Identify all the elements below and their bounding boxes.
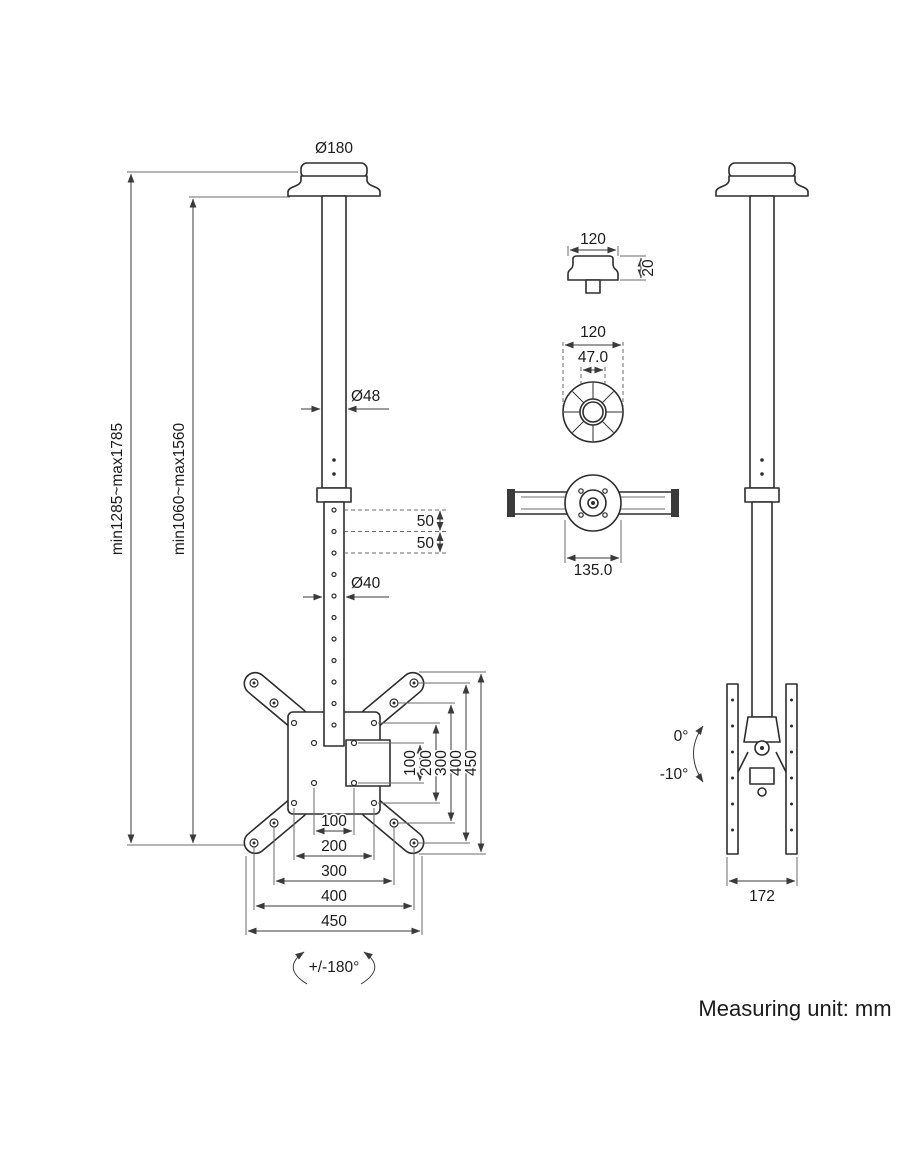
vesa-width-dimensions: 100 200 300 400 450 [245, 788, 423, 935]
hole-spacing-dimension: 50 50 [344, 509, 448, 554]
flange-mid-ring [579, 398, 607, 426]
side-lower-pole [751, 501, 773, 718]
side-collar [744, 487, 780, 503]
bracket-top-view: 135.0 [507, 474, 679, 581]
side-upper-pole [749, 195, 775, 489]
flange-spokes [564, 383, 622, 441]
dim-label-width-450: 450 [321, 913, 347, 930]
dim-label-height-450: 450 [463, 750, 480, 776]
dim-label-flange-inner: 47.0 [578, 349, 609, 366]
dim-label-overall-height: min1285~max1785 [109, 423, 126, 555]
dim-label-hole-spacing-bottom: 50 [417, 535, 435, 552]
vesa-height-dimensions: 100 200 300 400 450 [358, 671, 486, 855]
dim-label-depth: 172 [749, 888, 775, 905]
depth-dimension: 172 [726, 857, 798, 907]
lower-pole: Ø40 [303, 501, 389, 747]
side-bracket-rails [726, 683, 798, 855]
dim-label-plate-thickness: 20 [640, 259, 657, 277]
front-view: min1285~max1785 min1060~max1560 Ø180 Ø48 [108, 139, 486, 985]
dim-label-hub-width: 135.0 [574, 562, 613, 579]
plate-detail-shape [567, 255, 619, 281]
dim-label-plate-width: 120 [580, 231, 606, 248]
dim-label-width-300: 300 [321, 863, 347, 880]
bracket-bar-end-right [671, 489, 679, 517]
flange-inner-ring [582, 401, 604, 423]
flange-top-view: 120 47.0 [562, 323, 624, 443]
pole-height-dimension: min1060~max1560 [170, 196, 290, 844]
dim-label-width-100: 100 [321, 813, 347, 830]
measuring-unit-note: Measuring unit: mm [698, 996, 891, 1021]
tilt-annotation: 0° -10° [658, 725, 704, 785]
dim-label-height-300: 300 [433, 750, 450, 776]
dim-label-width-400: 400 [321, 888, 347, 905]
pole-collar [316, 487, 352, 503]
plate-detail-stub [585, 279, 601, 294]
dim-label-height-100: 100 [402, 750, 419, 776]
dim-label-height-400: 400 [448, 750, 465, 776]
dim-label-tilt-max: 0° [674, 728, 689, 745]
swivel-annotation: +/-180° [292, 951, 376, 985]
dim-label-upper-pole-diameter: Ø48 [351, 388, 380, 405]
dim-label-width-200: 200 [321, 838, 347, 855]
ceiling-plate-front: Ø180 [287, 139, 381, 197]
dim-label-pole-height: min1060~max1560 [171, 422, 188, 555]
overall-height-dimension: min1285~max1785 [108, 171, 298, 846]
vesa-center-plate [287, 711, 391, 815]
dim-label-swivel-range: +/-180° [309, 959, 360, 976]
side-view: 0° -10° 172 [658, 162, 809, 907]
plate-flange [287, 175, 381, 197]
hub-inner [587, 497, 599, 509]
ceiling-plate-detail-view: 120 20 [567, 230, 659, 294]
dim-label-tilt-min: -10° [660, 766, 689, 783]
upper-pole: Ø48 [301, 195, 389, 489]
dim-label-lower-pole-diameter: Ø40 [351, 575, 381, 592]
bracket-bar-end-left [507, 489, 515, 517]
dim-label-hole-spacing-top: 50 [417, 513, 435, 530]
tilt-mechanism [737, 716, 787, 797]
side-plate-flange [715, 175, 809, 197]
dim-label-flange-outer: 120 [580, 324, 606, 341]
dim-label-plate-diameter: Ø180 [315, 140, 353, 157]
dim-label-height-200: 200 [418, 750, 435, 776]
